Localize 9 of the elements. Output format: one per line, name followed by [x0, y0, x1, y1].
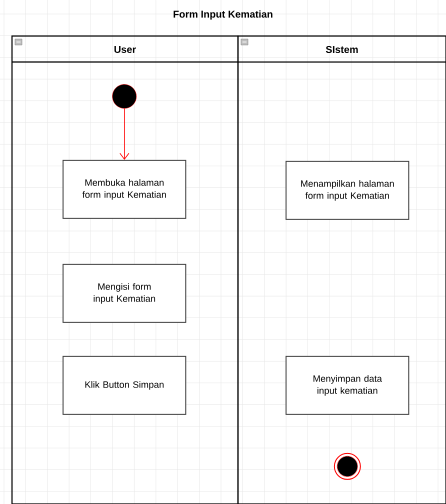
action-box: Menyimpan data input kematian: [286, 356, 410, 415]
action-box: Membuka halaman form input Kematian: [62, 160, 186, 219]
start-node: [112, 84, 137, 109]
action-box: Menampilkan halaman form input Kematian: [286, 160, 410, 220]
end-node: [334, 452, 361, 480]
arrow: [120, 108, 130, 160]
action-box: Klik Button Simpan: [62, 356, 186, 415]
action-box: Mengisi form input Kematian: [62, 264, 186, 323]
title: Form Input Kematian: [174, 10, 272, 20]
